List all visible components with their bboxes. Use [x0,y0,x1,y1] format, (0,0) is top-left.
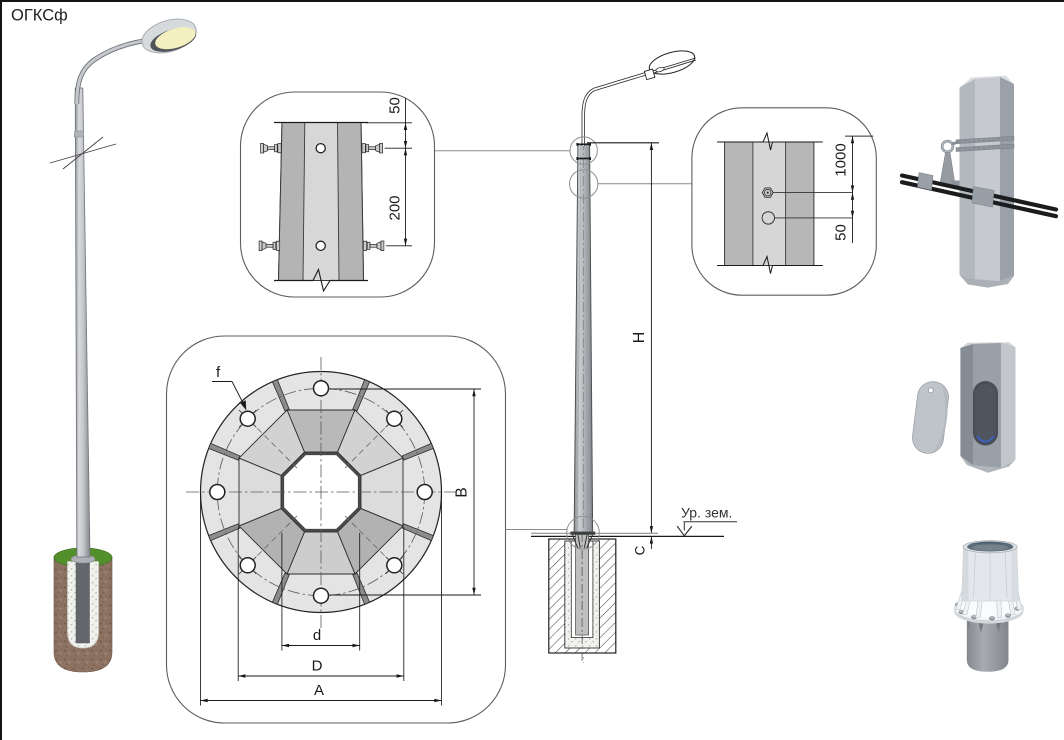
svg-text:ОГКСф: ОГКСф [11,7,68,25]
svg-text:200: 200 [387,195,404,220]
svg-text:H: H [631,332,648,344]
svg-text:50: 50 [833,224,850,241]
svg-text:f: f [216,364,221,381]
svg-text:D: D [312,658,323,675]
svg-text:B: B [454,487,471,497]
svg-text:C: C [633,545,648,555]
svg-text:50: 50 [387,97,404,114]
svg-text:A: A [314,682,324,699]
svg-text:d: d [313,627,321,644]
svg-text:Ур. зем.: Ур. зем. [681,505,732,521]
svg-text:1000: 1000 [833,143,850,176]
